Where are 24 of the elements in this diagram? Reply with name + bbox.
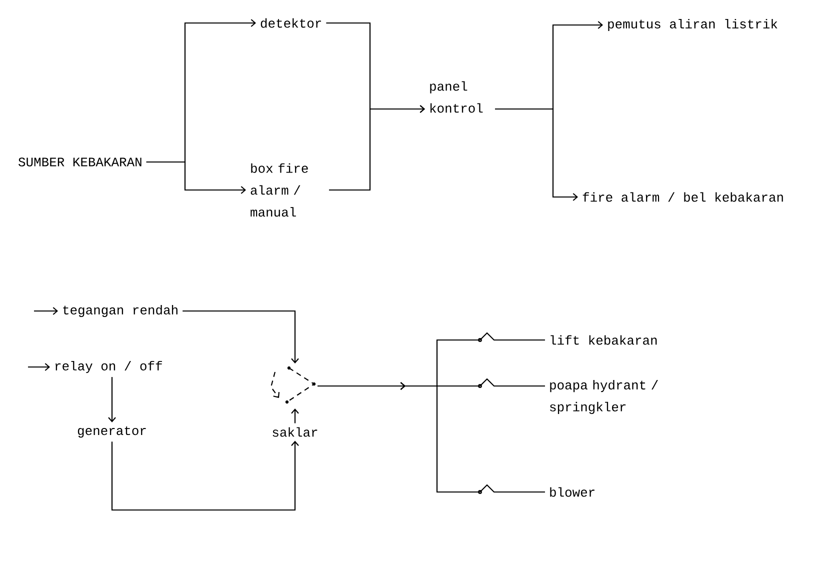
rotary-switch-symbol <box>270 366 316 404</box>
connector-arrow <box>291 408 299 424</box>
source-label: SUMBER KEBAKARAN <box>18 158 142 166</box>
load-label: poapa hydrant / springkler <box>550 380 658 414</box>
output-label: pemutus aliran listrik <box>608 18 778 32</box>
connector-arrow <box>34 307 58 315</box>
power-label: tegangan rendah <box>63 304 178 318</box>
connector-arrow <box>495 108 578 201</box>
connector-arrow <box>317 382 546 494</box>
connector-arrow <box>111 440 299 511</box>
detector-label: detektor <box>260 18 321 28</box>
control-panel-label: panel kontrol <box>430 81 483 113</box>
connector-arrow <box>108 377 116 422</box>
connector-arrow <box>146 161 246 194</box>
connector-arrow <box>329 105 425 191</box>
load-label: lift kebakaran <box>550 335 657 345</box>
generator-label: generator <box>78 426 146 438</box>
load-label: blower <box>550 487 594 497</box>
connector-arrow <box>182 310 299 364</box>
relay-label: relay on / off <box>56 360 162 374</box>
output-label: fire alarm / bel kebakaran <box>582 192 783 202</box>
connector-arrow <box>28 363 50 371</box>
switch-label: saklar <box>272 427 318 437</box>
manual-alarm-label: box fire alarm / manual <box>250 163 308 217</box>
